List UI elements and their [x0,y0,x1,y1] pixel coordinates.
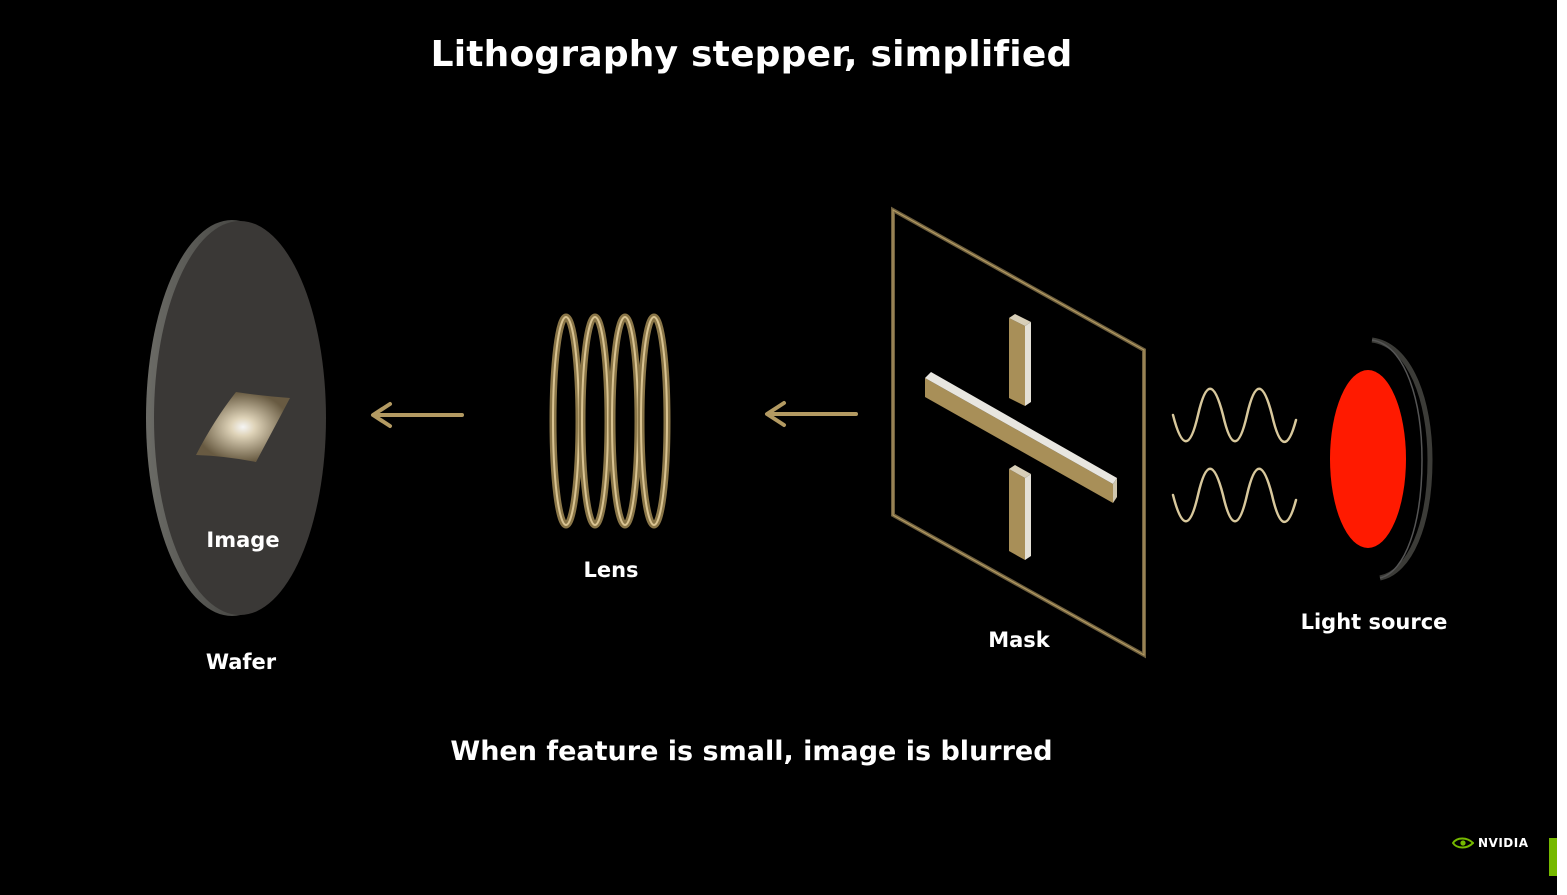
label-image: Image [206,528,280,552]
mask [891,206,1146,659]
slide-caption: When feature is small, image is blurred [450,736,1053,767]
window-edge [1557,0,1567,895]
arrow-lens-to-wafer [371,402,464,428]
wafer [146,220,326,616]
label-wafer: Wafer [205,650,277,674]
nvidia-logo: NVIDIA [1452,836,1529,850]
light-source [1330,337,1433,581]
accent-bar [1549,838,1557,876]
slide-title: Lithography stepper, simplified [430,34,1073,75]
lens [549,313,671,529]
blurred-image-blob [196,392,290,462]
mask-bar-bottom [1009,469,1025,560]
nvidia-logo-text: NVIDIA [1478,836,1529,850]
arrow-mask-to-lens [765,401,858,427]
nvidia-eye-icon [1452,837,1474,849]
label-mask: Mask [988,628,1050,652]
label-light-source: Light source [1300,610,1448,634]
light-waves [1171,387,1298,524]
label-lens: Lens [583,558,639,582]
mask-bar-horizontal [925,378,1113,503]
mask-bar-top [1009,318,1025,406]
